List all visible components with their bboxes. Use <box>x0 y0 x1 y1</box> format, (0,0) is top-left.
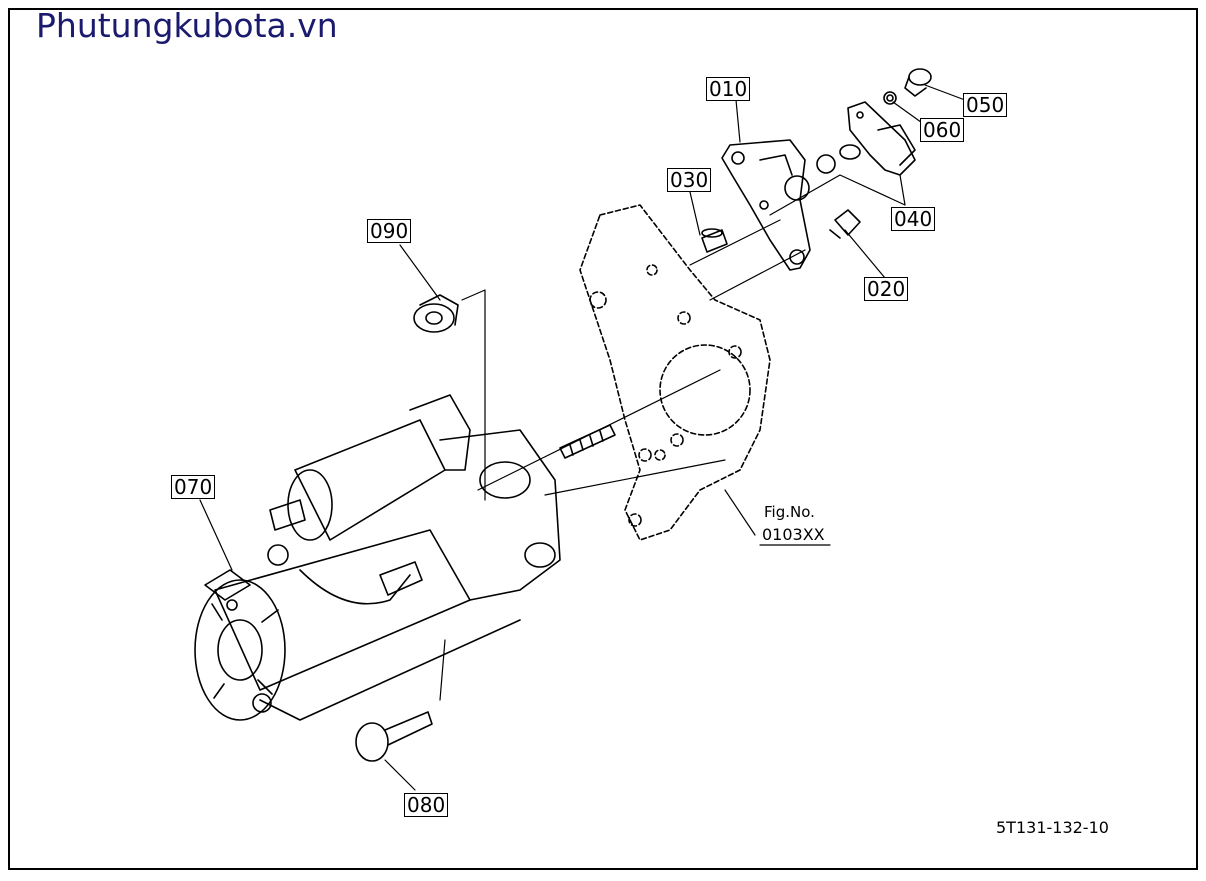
gasket-plate <box>579 204 771 541</box>
bolt-050 <box>904 68 932 97</box>
pin-030 <box>701 228 728 253</box>
callout-010[interactable]: 010 <box>706 77 751 101</box>
stud-bolt <box>559 424 616 459</box>
callout-030[interactable]: 030 <box>667 168 712 192</box>
nut-090 <box>413 294 459 333</box>
drawing-number: 5T131-132-10 <box>996 818 1109 837</box>
callout-020[interactable]: 020 <box>864 277 909 301</box>
starter-motor <box>194 394 561 721</box>
bolt-080 <box>355 711 433 762</box>
watermark-logo: Phutungkubota.vn <box>36 6 338 45</box>
fig-ref-label: Fig.No. <box>764 503 815 521</box>
leader-lines <box>199 84 966 791</box>
bolt-020 <box>829 209 861 239</box>
callout-070[interactable]: 070 <box>171 475 216 499</box>
sensor-040 <box>816 101 916 176</box>
callout-090[interactable]: 090 <box>367 219 412 243</box>
fig-ref-number[interactable]: 0103XX <box>762 525 825 544</box>
washer-060 <box>883 91 897 105</box>
bracket-010 <box>721 139 811 271</box>
callout-040[interactable]: 040 <box>891 207 936 231</box>
callout-080[interactable]: 080 <box>404 793 449 817</box>
callout-060[interactable]: 060 <box>920 118 965 142</box>
callout-050[interactable]: 050 <box>963 93 1008 117</box>
